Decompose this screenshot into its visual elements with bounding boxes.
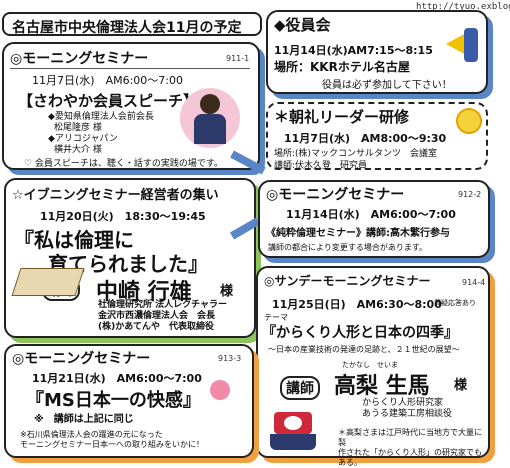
seminar-note: ♡ 会員スピーチは、聴く・話すの実践の場です。 bbox=[24, 159, 224, 169]
karakuri-doll-icon bbox=[266, 412, 320, 452]
affiliation-line: 金沢市西濃倫理法人会 会長 bbox=[98, 311, 216, 321]
lecturer-name: 高梨 生馬 bbox=[334, 374, 430, 399]
lecturer-honorific: 様 bbox=[454, 378, 468, 393]
seminar-note: ※石川県倫理法人会の躍進の元になった モーニングセミナー日本一への取り組みをいか… bbox=[20, 430, 204, 450]
speaker-head-icon bbox=[200, 94, 220, 114]
sparkle-icon bbox=[210, 380, 230, 400]
note-line: モーニングセミナー日本一への取り組みをいかに！ bbox=[20, 440, 204, 449]
seminar-headline: 《純粋倫理セミナー》講師:高木繁行参与 bbox=[266, 228, 450, 239]
sun-icon bbox=[456, 108, 482, 134]
speaker-line: ◆アリコジャパン bbox=[48, 134, 118, 144]
megaphone-icon bbox=[446, 26, 482, 70]
seminar-code: 914-4 bbox=[462, 278, 486, 287]
morning-seminar-912-card: ◎モーニングセミナー 912-2 11月14日(水) AM6:00～7:00 《… bbox=[258, 180, 490, 258]
seminar-headline: 【さわやか会員スピーチ】 bbox=[18, 92, 199, 110]
speaker-list: ◆愛知県倫理法人会前会長 松尾隆彦 様 ◆アリコジャパン 横井大介 様 bbox=[48, 112, 154, 156]
header-title-box: 名古屋市中央倫理法人会11月の予定 bbox=[2, 12, 262, 36]
officers-place: 場所：KKRホテル名古屋 bbox=[274, 60, 410, 74]
chorei-place: 場所:(株)マックコンサルタンツ 会議室 bbox=[274, 149, 438, 159]
note-line: ※石川県倫理法人会の躍進の元になった bbox=[20, 430, 163, 439]
chorei-lecturer: 講師:伏木久登 研究員 bbox=[274, 161, 368, 171]
card-title: ◎モーニングセミナー bbox=[10, 51, 149, 67]
evening-date: 11月20日(火) 18:30～19:45 bbox=[40, 210, 206, 223]
page-title: 名古屋市中央倫理法人会11月の予定 bbox=[12, 20, 242, 36]
officers-meeting-card: ◆役員会 11月14日(水)AM7:15～8:15 場所：KKRホテル名古屋 役… bbox=[266, 10, 488, 94]
affiliation-line: (株)かあてんや 代表取締役 bbox=[98, 322, 215, 332]
note-line: 作された「からくり人形」の研究家でもある。 bbox=[338, 448, 482, 467]
card-title: ◎モーニングセミナー bbox=[12, 351, 151, 367]
evening-headline-line1: 『私は倫理に bbox=[14, 228, 134, 252]
morning-seminar-913-card: ◎モーニングセミナー 913-3 11月21日(水) AM6:00～7:00 『… bbox=[4, 344, 254, 458]
speaker-line: 松尾隆彦 様 bbox=[54, 123, 102, 133]
seminar-subtitle: ※ 講師は上記に同じ bbox=[34, 414, 134, 425]
speaker-body-icon bbox=[194, 114, 226, 144]
seminar-code: 913-3 bbox=[218, 354, 242, 363]
chorei-title: ＊朝礼リーダー研修 bbox=[274, 108, 410, 126]
chorei-date: 11月7日(水) AM8:00～9:30 bbox=[284, 132, 447, 145]
seminar-subtitle: ～日本の産業技術の発達の足跡と、２１世紀の展望～ bbox=[268, 345, 460, 354]
speaker-illustration bbox=[180, 88, 240, 148]
morning-seminar-911-card: ◎モーニングセミナー 911-1 11月7日(水) AM6:00～7:00 【さ… bbox=[2, 42, 260, 170]
affiliation-line: あうる建築工房相談役 bbox=[362, 409, 453, 419]
seminar-date: 11月14日(水) AM6:00～7:00 bbox=[286, 208, 456, 221]
seminar-headline: 『MS日本一の快感』 bbox=[26, 390, 201, 411]
seminar-code: 912-2 bbox=[458, 190, 482, 199]
officers-title: ◆役員会 bbox=[274, 16, 331, 34]
speaker-line: ◆愛知県倫理法人会前会長 bbox=[48, 112, 154, 122]
site-url[interactable]: http://tyuo.exblog.jp bbox=[416, 2, 510, 12]
seminar-note: 講師の都合により変更する場合があります。 bbox=[268, 243, 428, 252]
evening-title: ☆イブニングセミナー経営者の集い bbox=[12, 188, 219, 203]
seminar-code: 911-1 bbox=[226, 54, 250, 63]
lecturer-name: 中崎 行雄 bbox=[96, 280, 192, 305]
affiliation-line: からくり人形研究家 bbox=[362, 398, 444, 408]
chorei-training-card: ＊朝礼リーダー研修 11月7日(水) AM8:00～9:30 場所:(株)マック… bbox=[266, 102, 488, 171]
seminar-note: ＊高梨さまは江戸時代に当地方で大量に製 作された「からくり人形」の研究家でもある… bbox=[338, 428, 488, 468]
card-title: ◎モーニングセミナー bbox=[266, 187, 405, 203]
seminar-date: 11月25日(日) AM6:30～8:00 bbox=[272, 298, 442, 311]
seminar-date: 11月21日(水) AM6:00～7:00 bbox=[32, 372, 202, 385]
lecturer-affiliation: からくり人形研究家 あうる建築工房相談役 bbox=[362, 398, 452, 420]
affiliation-line: 社倫理研究所 法人レクチャラー bbox=[98, 300, 228, 310]
lecturer-honorific: 様 bbox=[220, 284, 234, 299]
speaker-line: 横井大介 様 bbox=[54, 145, 102, 155]
seminar-date: 11月7日(水) AM6:00～7:00 bbox=[32, 74, 183, 87]
card-title: ◎サンデーモーニングセミナー bbox=[264, 274, 431, 288]
seminar-date-note: 質疑応答あり bbox=[434, 299, 476, 307]
divider bbox=[10, 68, 250, 69]
officers-note: 役員は必ず参加して下さい！ bbox=[322, 80, 452, 91]
lecturer-affiliation: 社倫理研究所 法人レクチャラー 金沢市西濃倫理法人会 会長 (株)かあてんや 代… bbox=[98, 300, 227, 333]
evening-seminar-card: ☆イブニングセミナー経営者の集い 11月20日(火) 18:30～19:45 『… bbox=[4, 178, 256, 338]
book-icon bbox=[11, 268, 85, 296]
seminar-headline: 『からくり人形と日本の四季』 bbox=[262, 325, 458, 341]
lecturer-ruby: たかなし せいま bbox=[342, 361, 398, 369]
officers-date: 11月14日(水)AM7:15～8:15 bbox=[274, 44, 433, 57]
lecturer-badge: 講師 bbox=[280, 376, 320, 400]
note-line: ＊高梨さまは江戸時代に当地方で大量に製 bbox=[338, 428, 482, 447]
theme-label: テーマ bbox=[264, 313, 288, 322]
